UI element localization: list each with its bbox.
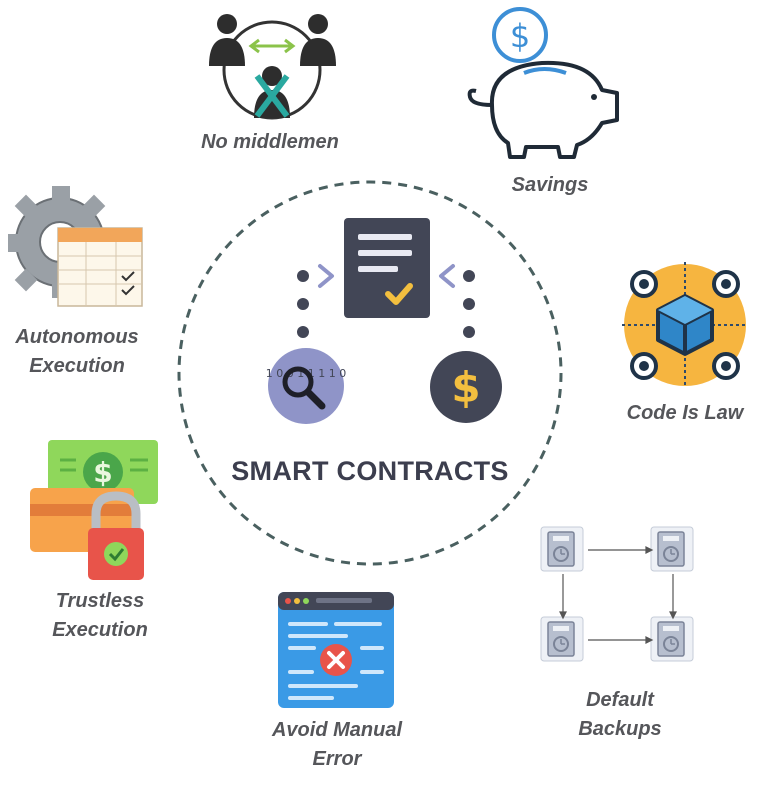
- svg-text:$: $: [451, 363, 480, 412]
- svg-text:$: $: [510, 17, 530, 55]
- right-connector: [439, 264, 475, 338]
- center-title: SMART CONTRACTS: [231, 456, 509, 486]
- label-savings: Savings: [511, 174, 589, 196]
- gear-spreadsheet-icon: [8, 186, 143, 307]
- svg-text:$: $: [93, 456, 112, 489]
- browser-error-icon: [278, 592, 394, 708]
- backup-servers-icon: [540, 526, 694, 662]
- label-code-is-law: Code Is Law: [626, 402, 744, 424]
- label-trustless-execution: Trustless Execution: [52, 590, 148, 641]
- money-lock-icon: $: [30, 440, 158, 580]
- label-autonomous-execution: Autonomous Execution: [15, 326, 139, 377]
- dollar-coin-icon: $: [430, 351, 502, 423]
- label-default-backups: Default Backups: [578, 689, 662, 740]
- search-data-icon: 1 0 1 0 0 1 1 1 1 0 0 1: [266, 348, 346, 424]
- left-connector: [297, 264, 334, 338]
- label-avoid-manual-error: Avoid Manual Error: [271, 719, 402, 770]
- label-no-middlemen: No middlemen: [201, 131, 339, 153]
- blockchain-gears-icon: [622, 262, 748, 388]
- document-check-icon: [344, 218, 430, 318]
- people-exchange-icon: [209, 14, 336, 120]
- piggy-bank-icon: $: [467, 7, 619, 159]
